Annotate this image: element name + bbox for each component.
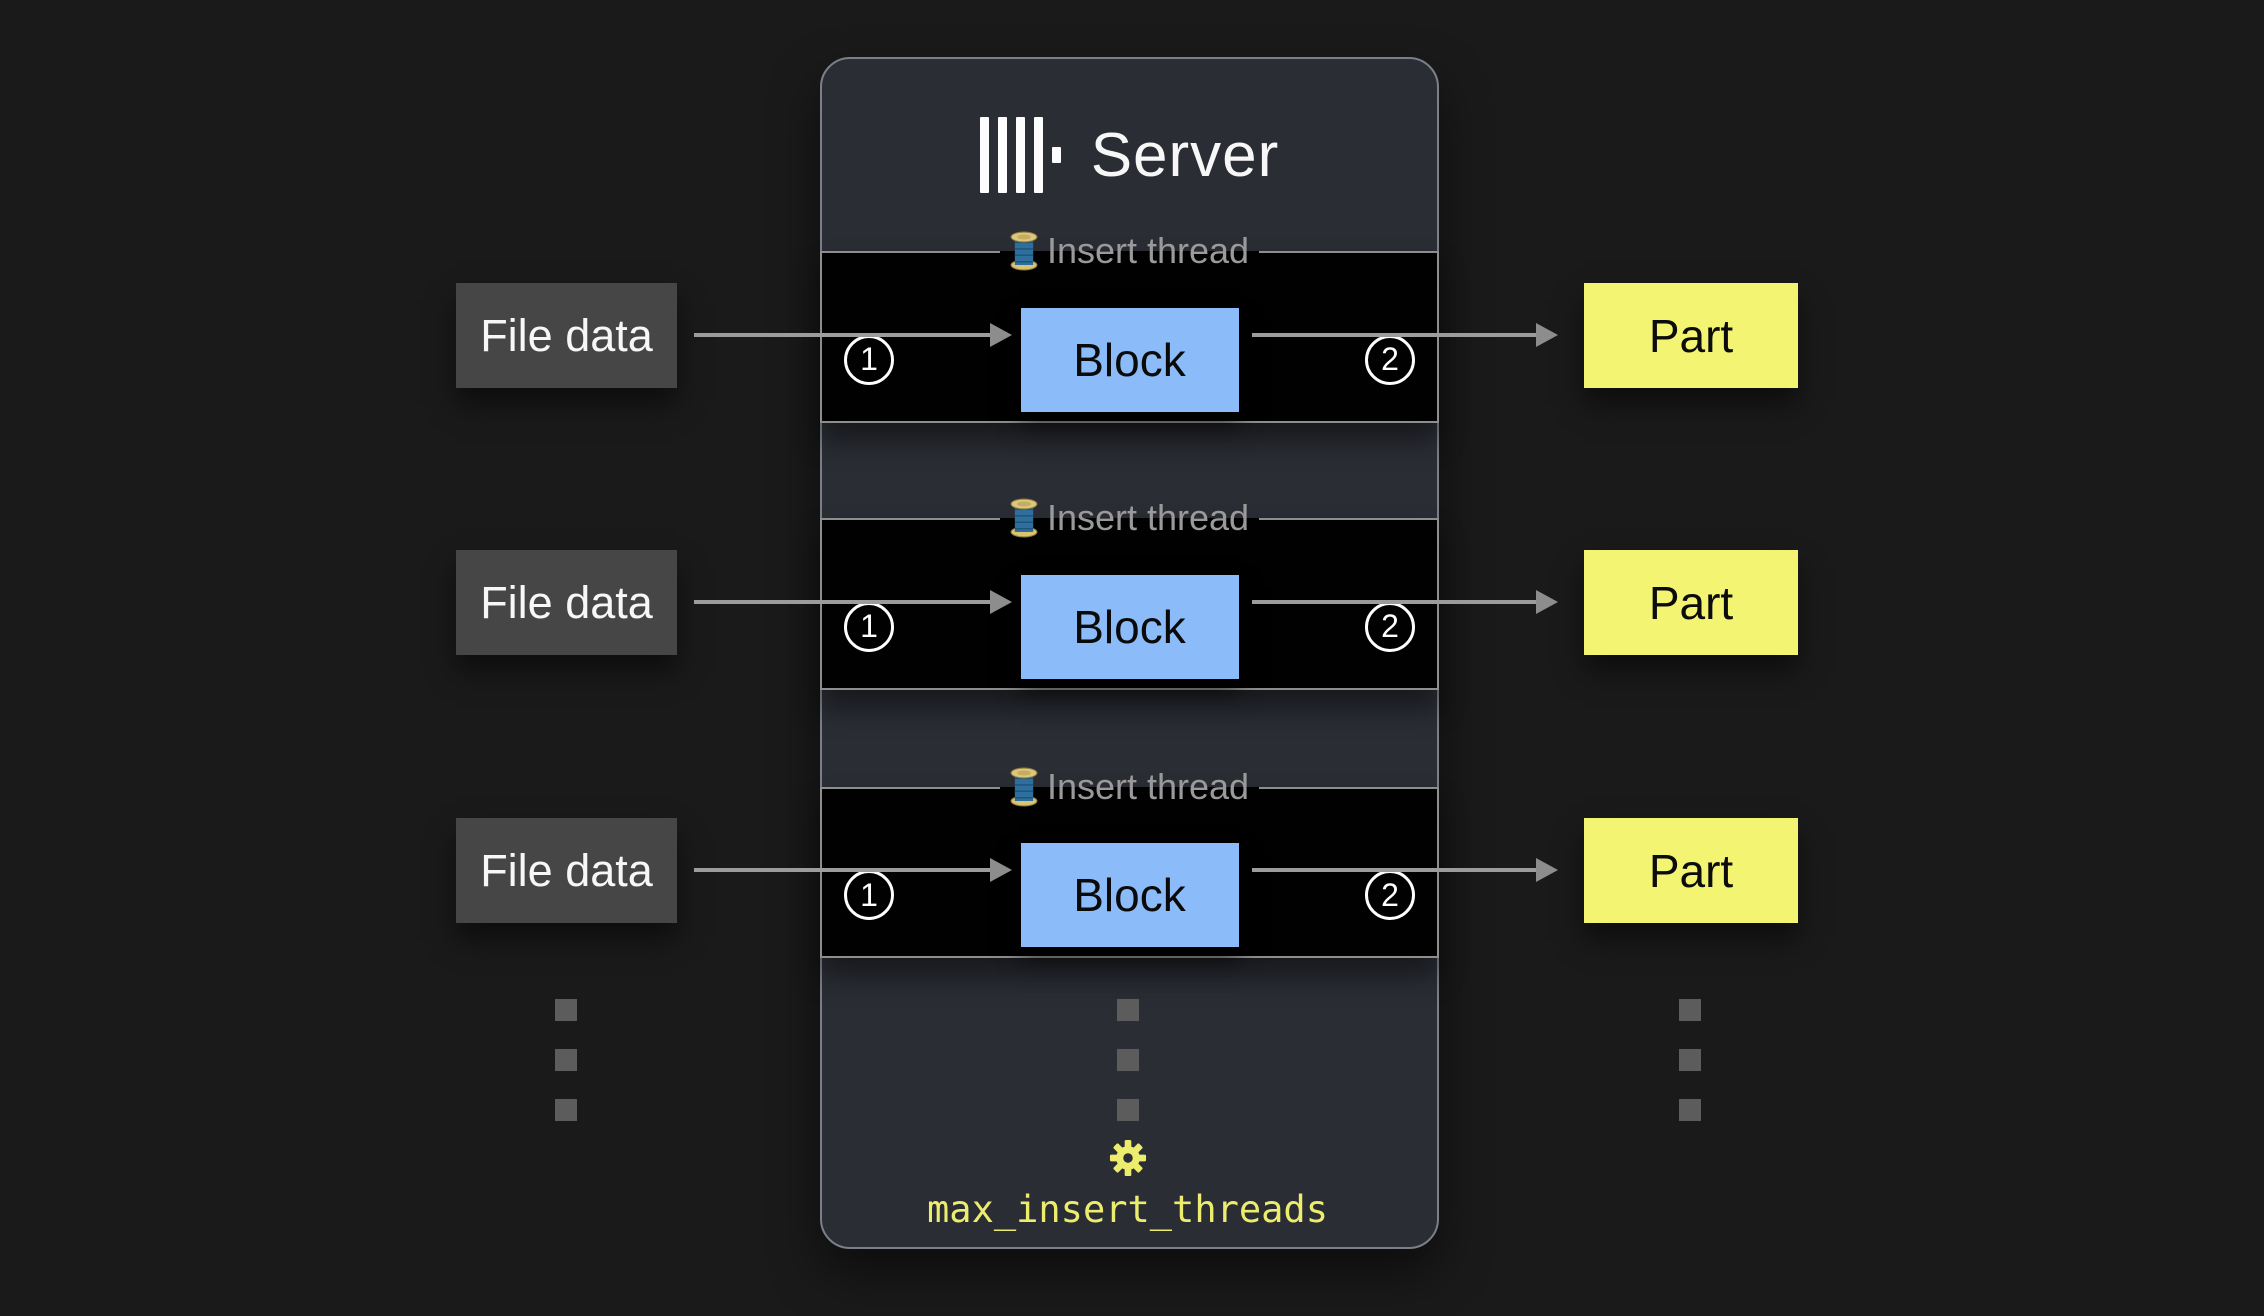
insert-thread-label: Insert thread bbox=[1046, 497, 1250, 538]
legend-inner: Insert thread bbox=[1010, 495, 1249, 541]
arrow-right-icon bbox=[1252, 600, 1536, 604]
insert-thread-box-3: Insert thread 1 Block 2 bbox=[820, 764, 1439, 958]
ellipsis-dot bbox=[1117, 1049, 1139, 1071]
part-box: Part bbox=[1584, 550, 1798, 655]
ellipsis-dot bbox=[1679, 1049, 1701, 1071]
thread-spool-icon bbox=[1010, 767, 1038, 807]
arrow-right-icon bbox=[1252, 333, 1536, 337]
ellipsis-dot bbox=[1679, 1099, 1701, 1121]
arrow-right-icon bbox=[694, 333, 990, 337]
thread-spool-icon bbox=[1010, 231, 1038, 271]
logo-bar bbox=[1033, 117, 1043, 193]
part-box: Part bbox=[1584, 818, 1798, 923]
ellipsis-dot bbox=[555, 1099, 577, 1121]
block-box: Block bbox=[1020, 843, 1239, 947]
max-insert-threads-label: max_insert_threads bbox=[927, 1188, 1328, 1231]
step-1-badge: 1 bbox=[844, 601, 894, 652]
gear-icon bbox=[1109, 1139, 1147, 1177]
step-2-badge: 2 bbox=[1365, 601, 1415, 652]
insert-thread-legend: Insert thread bbox=[1000, 764, 1259, 812]
row-content: 1 Block 2 bbox=[844, 842, 1415, 948]
ellipsis-dot bbox=[555, 999, 577, 1021]
step-1-badge: 1 bbox=[844, 334, 894, 385]
clickhouse-logo-icon bbox=[979, 117, 1061, 193]
logo-bar bbox=[997, 117, 1007, 193]
insert-thread-label: Insert thread bbox=[1046, 766, 1250, 807]
legend-inner: Insert thread bbox=[1010, 228, 1249, 274]
logo-bar bbox=[979, 117, 989, 193]
step-1-badge: 1 bbox=[844, 870, 894, 920]
part-box: Part bbox=[1584, 283, 1798, 388]
server-panel: Server Insert thread 1 Block bbox=[820, 57, 1439, 1249]
insert-thread-box-2: Insert thread 1 Block 2 bbox=[820, 495, 1439, 690]
file-data-box: File data bbox=[456, 818, 677, 923]
insert-thread-label: Insert thread bbox=[1046, 230, 1250, 271]
file-data-box: File data bbox=[456, 283, 677, 388]
insert-thread-legend: Insert thread bbox=[1000, 228, 1259, 276]
server-title: Server bbox=[1090, 120, 1280, 190]
ellipsis-dot bbox=[1679, 999, 1701, 1021]
insert-thread-box-1: Insert thread 1 Block 2 bbox=[820, 228, 1439, 423]
step-2-badge: 2 bbox=[1365, 870, 1415, 920]
server-header: Server bbox=[822, 109, 1437, 201]
file-data-box: File data bbox=[456, 550, 677, 655]
insert-thread-legend: Insert thread bbox=[1000, 495, 1259, 543]
logo-nub bbox=[1051, 147, 1061, 163]
thread-spool-icon bbox=[1010, 498, 1038, 538]
arrow-right-icon bbox=[694, 868, 990, 872]
block-box: Block bbox=[1020, 307, 1239, 412]
row-content: 1 Block 2 bbox=[844, 573, 1415, 680]
ellipsis-dot bbox=[555, 1049, 577, 1071]
arrow-right-icon bbox=[694, 600, 990, 604]
legend-inner: Insert thread bbox=[1010, 764, 1249, 810]
ellipsis-dot bbox=[1117, 999, 1139, 1021]
ellipsis-dot bbox=[1117, 1099, 1139, 1121]
row-content: 1 Block 2 bbox=[844, 306, 1415, 413]
block-box: Block bbox=[1020, 574, 1239, 679]
step-2-badge: 2 bbox=[1365, 334, 1415, 385]
logo-bar bbox=[1015, 117, 1025, 193]
arrow-right-icon bbox=[1252, 868, 1536, 872]
